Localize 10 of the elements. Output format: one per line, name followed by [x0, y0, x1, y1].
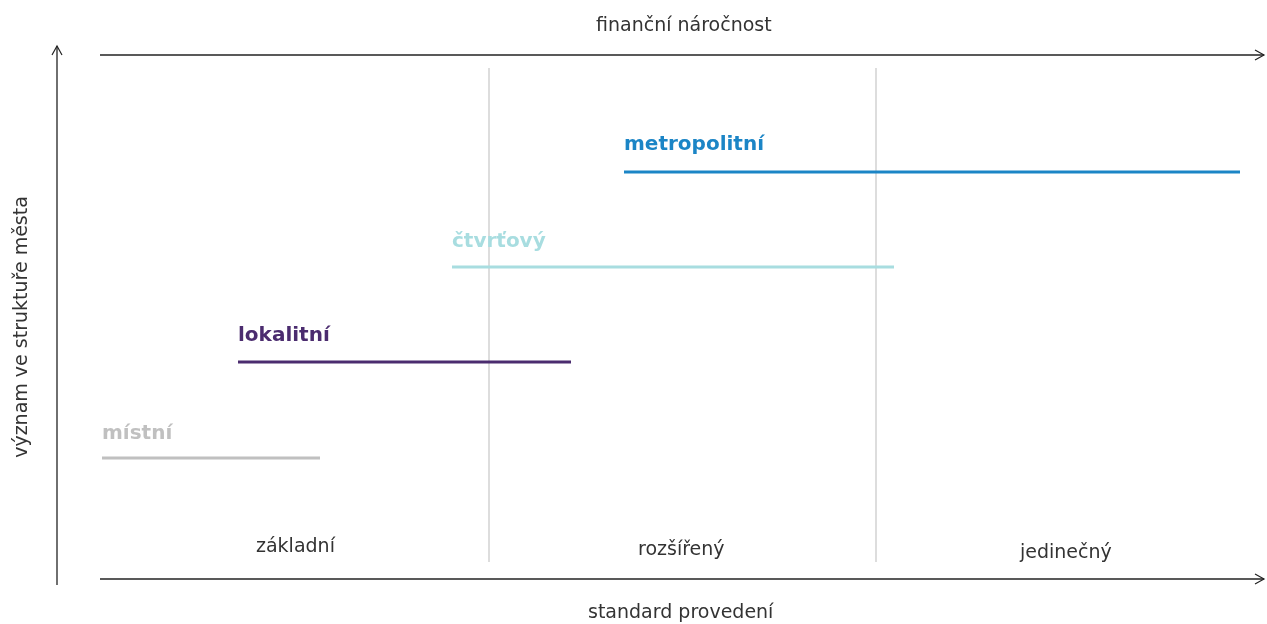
level-label: čtvrťový [452, 228, 546, 252]
axis-label: jedinečný [1020, 539, 1112, 563]
axis-label: rozšířený [638, 536, 725, 560]
level-label: metropolitní [624, 131, 764, 155]
axis-label: finanční náročnost [596, 12, 772, 36]
axis-label: význam ve struktuře města [8, 196, 32, 458]
level-label: lokalitní [238, 322, 330, 346]
axis-label: standard provedení [588, 599, 774, 623]
axis-label: základní [256, 533, 335, 557]
level-label: místní [102, 420, 173, 444]
